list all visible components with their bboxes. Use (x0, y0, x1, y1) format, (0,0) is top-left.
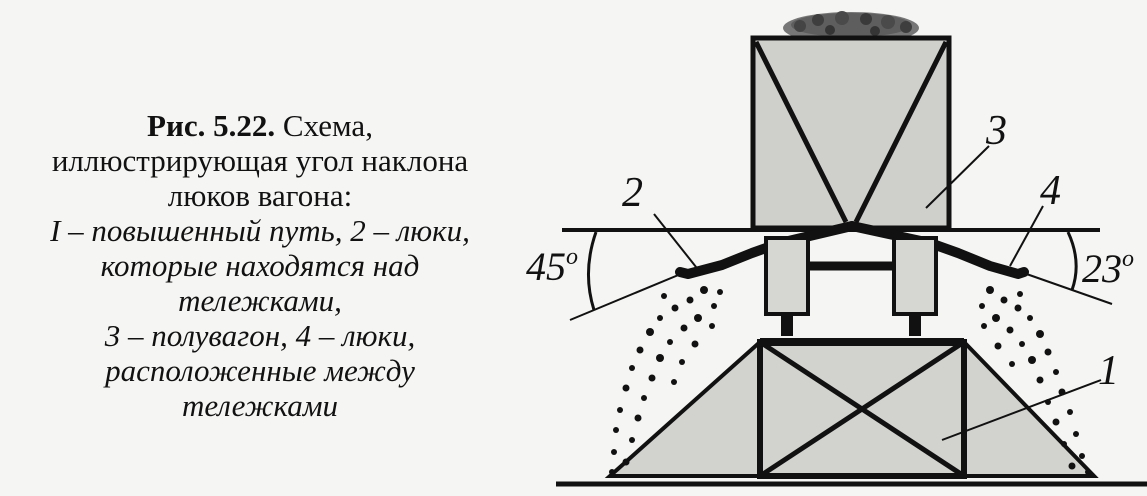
left-bogie (764, 236, 810, 336)
angle-right-number: 23 (1082, 246, 1122, 291)
caption-title-line-3: люков вагона: (167, 178, 353, 213)
caption-title-part1: Схема, (282, 108, 373, 143)
angle-right-value: 23o (1082, 246, 1134, 291)
caption-legend-line-5: расположенные между (105, 353, 415, 388)
caption-legend-line-2: которые находятся над (100, 248, 420, 283)
leader-lines (653, 145, 1102, 441)
right-bogie (892, 236, 938, 336)
caption-legend-line-6: тележками (182, 388, 338, 423)
angle-left-degree: o (566, 244, 578, 270)
angle-left-value: 45o (526, 244, 578, 289)
label-4: 4 (1040, 168, 1061, 214)
angle-right-degree: o (1122, 246, 1134, 272)
figure-caption: Рис. 5.22. Схема, иллюстрирующая угол на… (0, 108, 520, 423)
caption-legend-line-3: тележками, (178, 283, 342, 318)
label-1: 1 (1098, 348, 1119, 394)
elevated-track (556, 338, 1147, 487)
label-3: 3 (985, 108, 1007, 154)
wagon-body (750, 35, 952, 231)
caption-legend-line-4: 3 – полувагон, 4 – люки, (104, 318, 416, 353)
caption-title-line-2: иллюстрирующая угол наклона (51, 143, 469, 178)
caption-legend-line-1: I – повышенный путь, 2 – люки, (50, 213, 470, 248)
caption-title-line-1: Рис. 5.22. Схема, (0, 108, 520, 143)
label-2: 2 (622, 170, 643, 216)
falling-cargo-right (979, 286, 1091, 475)
figure-number: Рис. 5.22. (147, 108, 276, 143)
falling-cargo-left (609, 286, 723, 475)
angle-lines (569, 231, 1113, 321)
angle-left-number: 45 (526, 244, 566, 289)
